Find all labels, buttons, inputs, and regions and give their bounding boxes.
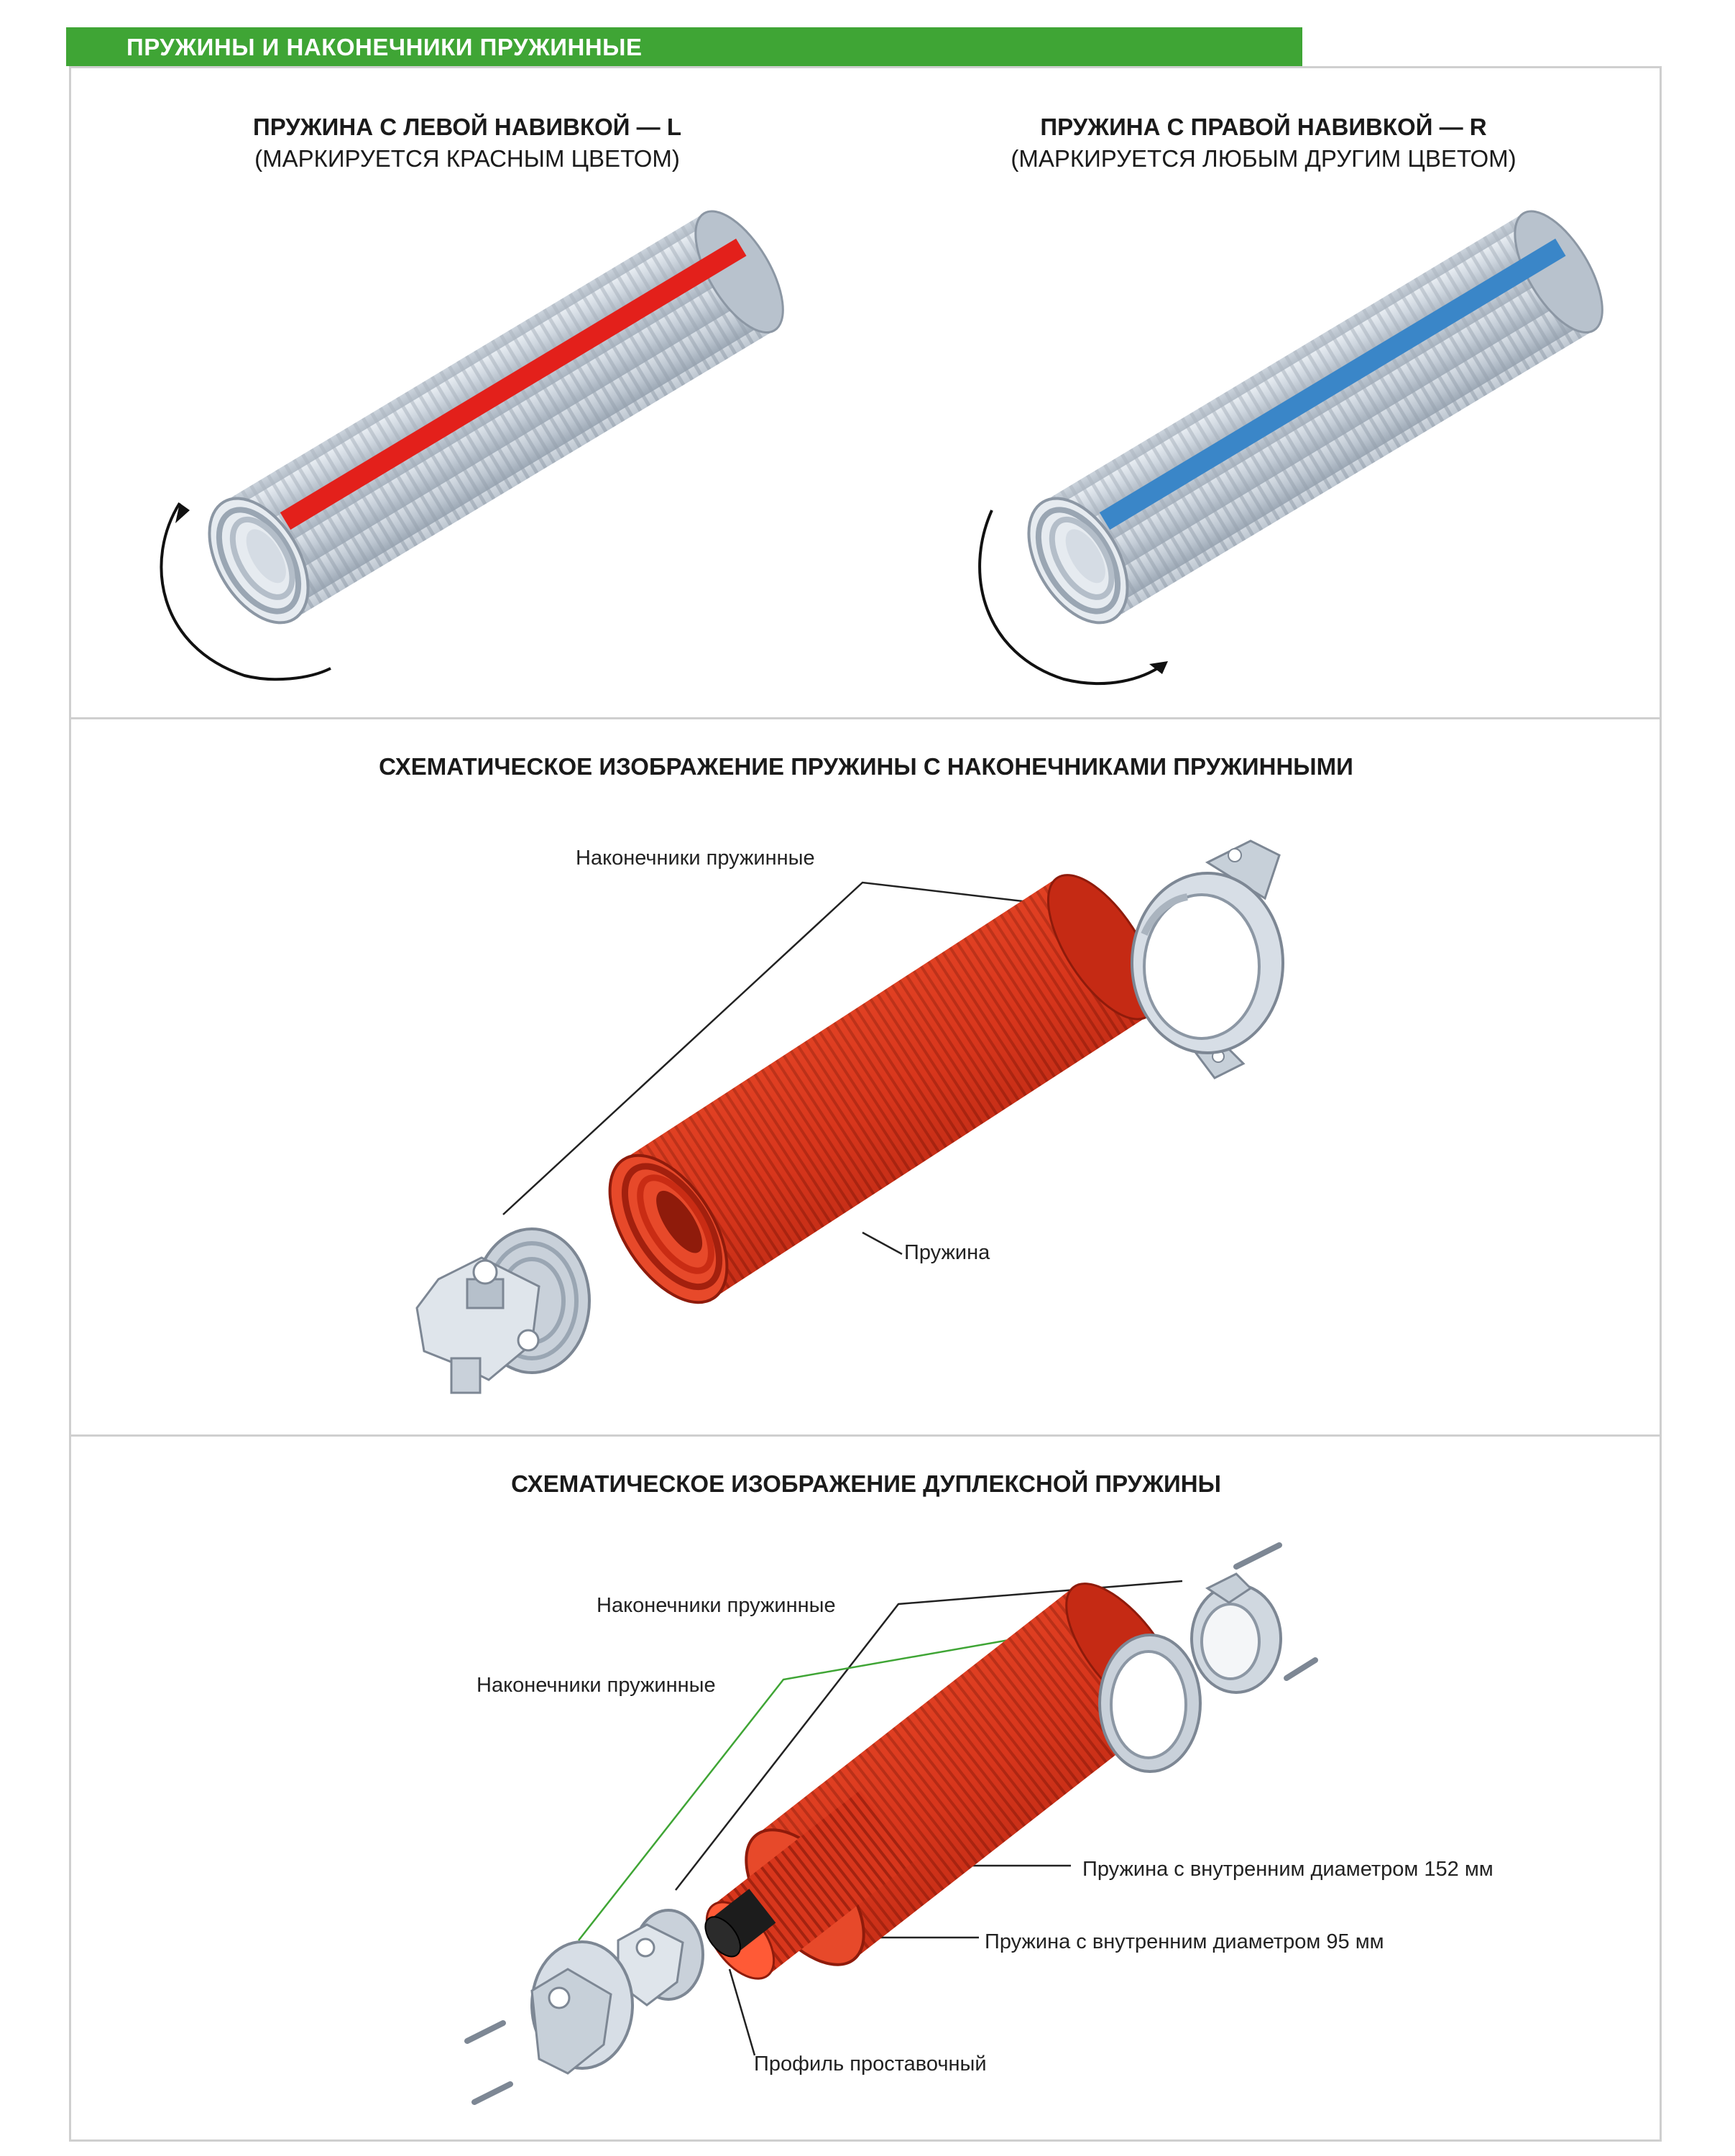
left-spring-illustration (160, 210, 784, 681)
right-spring-subtitle: (МАРКИРУЕТСЯ ЛЮБЫМ ДРУГИМ ЦВЕТОМ) (1011, 145, 1517, 172)
label-spring-152: Пружина с внутренним диаметром 152 мм (1082, 1858, 1494, 1881)
label-spring-tips: Наконечники пружинные (576, 847, 815, 870)
left-spring-title: ПРУЖИНА С ЛЕВОЙ НАВИВКОЙ — L (253, 114, 681, 140)
left-end-cap (415, 1227, 591, 1394)
divider-1 (69, 717, 1662, 719)
spring-with-caps-illustration (415, 839, 1284, 1394)
left-spring-subtitle: (МАРКИРУЕТСЯ КРАСНЫМ ЦВЕТОМ) (254, 145, 680, 172)
right-spring-illustration (978, 210, 1603, 686)
duplex-spring-illustration (464, 1542, 1318, 2105)
label-spring: Пружина (904, 1241, 990, 1264)
section3-title: СХЕМАТИЧЕСКОЕ ИЗОБРАЖЕНИЕ ДУПЛЕКСНОЙ ПРУ… (511, 1470, 1221, 1497)
right-end-cap (1131, 839, 1284, 1079)
divider-2 (69, 1434, 1662, 1437)
content-frame (69, 66, 1662, 2142)
label-tips-outer: Наконечники пружинные (597, 1594, 836, 1617)
label-spring-95: Пружина с внутренним диаметром 95 мм (985, 1930, 1384, 1953)
label-profile: Профиль проставочный (754, 2053, 987, 2076)
label-tips-inner: Наконечники пружинные (477, 1674, 716, 1697)
right-spring-title: ПРУЖИНА С ПРАВОЙ НАВИВКОЙ — R (1040, 114, 1487, 140)
duplex-right-caps (1098, 1542, 1318, 1773)
section-header-bar: ПРУЖИНЫ И НАКОНЕЧНИКИ ПРУЖИННЫЕ (66, 27, 1302, 66)
section-header-title: ПРУЖИНЫ И НАКОНЕЧНИКИ ПРУЖИННЫЕ (126, 34, 643, 60)
duplex-left-caps (464, 1909, 704, 2105)
section2-title: СХЕМАТИЧЕСКОЕ ИЗОБРАЖЕНИЕ ПРУЖИНЫ С НАКО… (379, 753, 1353, 780)
